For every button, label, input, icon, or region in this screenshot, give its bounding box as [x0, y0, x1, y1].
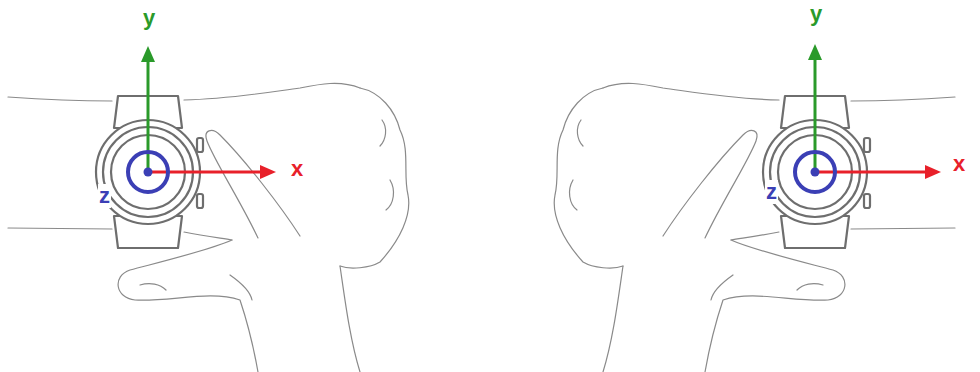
left-hand [8, 83, 409, 372]
z-axis-dot [811, 168, 820, 177]
left-watch [96, 60, 262, 248]
axis-label: y [809, 2, 823, 26]
axis-label: x [952, 152, 966, 176]
z-axis-ring [795, 152, 835, 192]
z-axis-dot [144, 168, 153, 177]
axis-label: z [765, 180, 778, 204]
axis-label: y [142, 6, 156, 30]
right-watch [763, 58, 927, 248]
axis-label: z [98, 184, 111, 208]
y-axis-arrow [147, 60, 150, 172]
z-axis-ring [128, 152, 168, 192]
right-hand [554, 83, 955, 372]
y-axis-arrow [814, 58, 817, 172]
right-hand-group [554, 83, 955, 372]
x-axis-arrow [148, 171, 262, 174]
x-axis-arrow [815, 171, 927, 174]
axis-label: x [290, 157, 304, 181]
